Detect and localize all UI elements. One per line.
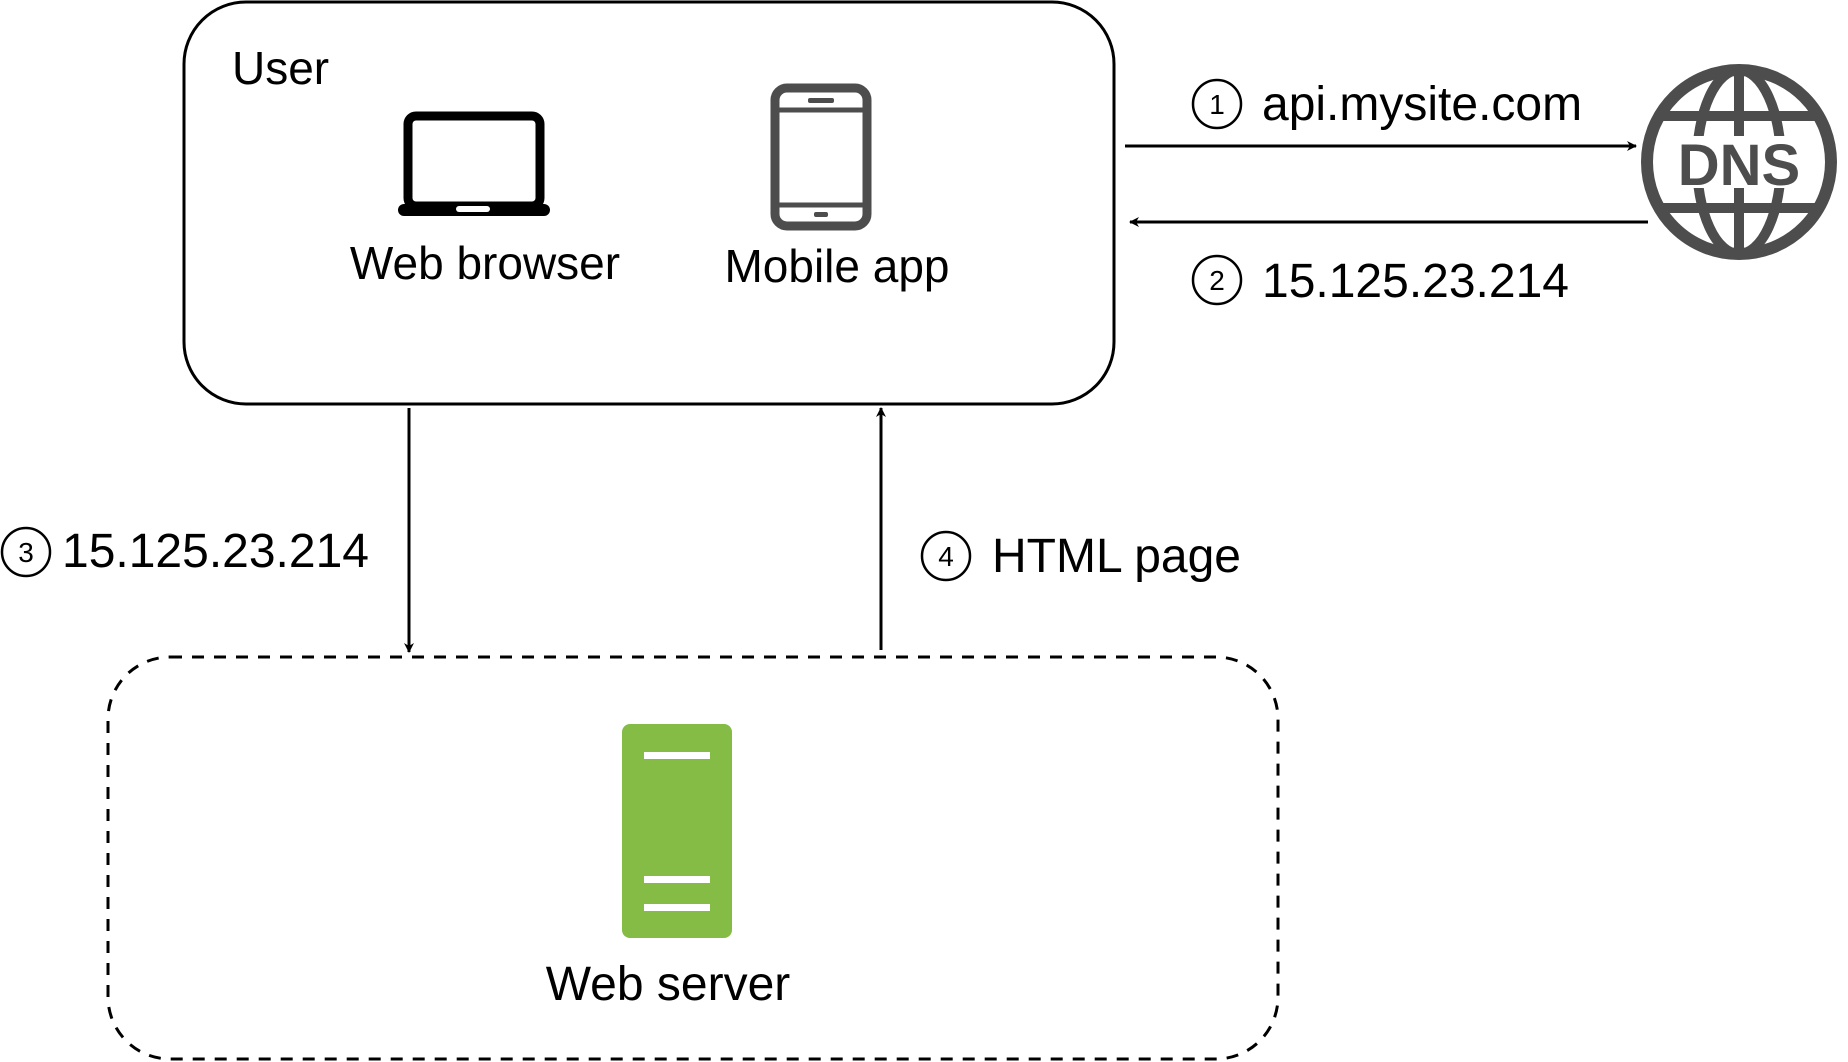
step-3-marker: 3 [0, 526, 52, 578]
user-title: User [232, 42, 329, 94]
step-3-label: 15.125.23.214 [62, 525, 369, 578]
step-1-label: api.mysite.com [1262, 78, 1582, 131]
dns-globe-icon: DNS [1641, 64, 1837, 260]
step-3-number: 3 [18, 537, 34, 568]
user-box: User [182, 0, 1116, 406]
step-4-marker: 4 [920, 530, 972, 582]
step-2-marker: 2 [1191, 254, 1243, 306]
server-icon [622, 724, 732, 938]
step-2-label: 15.125.23.214 [1262, 255, 1569, 308]
laptop-icon [398, 111, 550, 216]
step-1-number: 1 [1209, 89, 1225, 120]
mobile-phone-icon [770, 83, 872, 231]
mobile-app-label: Mobile app [724, 240, 949, 292]
step-1-marker: 1 [1191, 78, 1243, 130]
step-4-label: HTML page [992, 530, 1241, 583]
dns-label: DNS [1678, 133, 1800, 198]
web-server-box [106, 655, 1280, 1061]
step-2-number: 2 [1209, 265, 1225, 296]
web-server-label: Web server [546, 958, 791, 1011]
step-4-number: 4 [938, 541, 954, 572]
web-browser-label: Web browser [350, 237, 620, 289]
